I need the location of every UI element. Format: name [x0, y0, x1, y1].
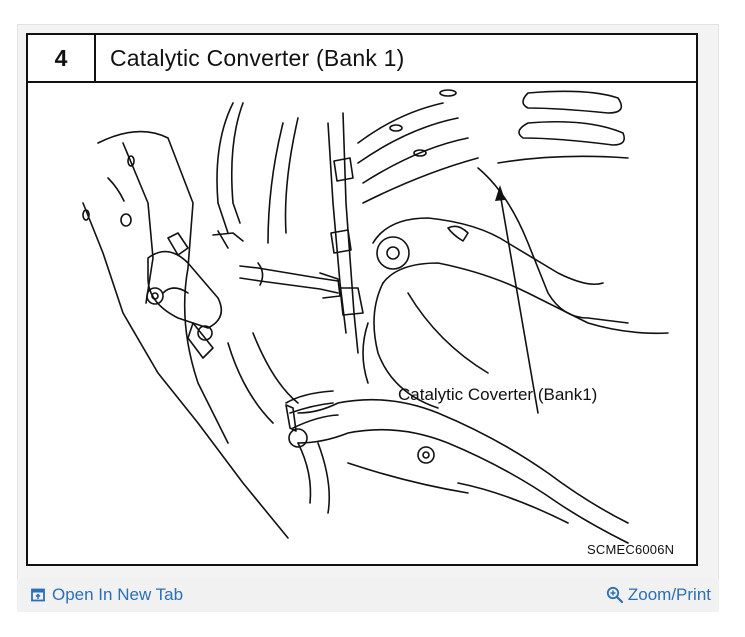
- open-in-new-tab-label: Open In New Tab: [52, 585, 184, 604]
- service-figure: 4 Catalytic Converter (Bank 1): [26, 33, 698, 566]
- zoom-in-icon: [606, 586, 623, 604]
- open-in-new-tab-icon: [31, 588, 45, 602]
- figure-header: 4 Catalytic Converter (Bank 1): [28, 35, 696, 83]
- step-number: 4: [28, 35, 96, 81]
- callout-label: Catalytic Coverter (Bank1): [398, 385, 598, 404]
- zoom-print-label: Zoom/Print: [627, 585, 711, 604]
- image-footer: Open In New Tab Zoom/Print: [17, 578, 719, 612]
- catalytic-converter-drawing: [82, 89, 669, 544]
- figure-code: SCMEC6006N: [587, 542, 675, 557]
- open-in-new-tab-link[interactable]: Open In New Tab: [31, 584, 183, 606]
- zoom-print-link[interactable]: Zoom/Print: [606, 584, 711, 606]
- figure-title: Catalytic Converter (Bank 1): [110, 44, 405, 71]
